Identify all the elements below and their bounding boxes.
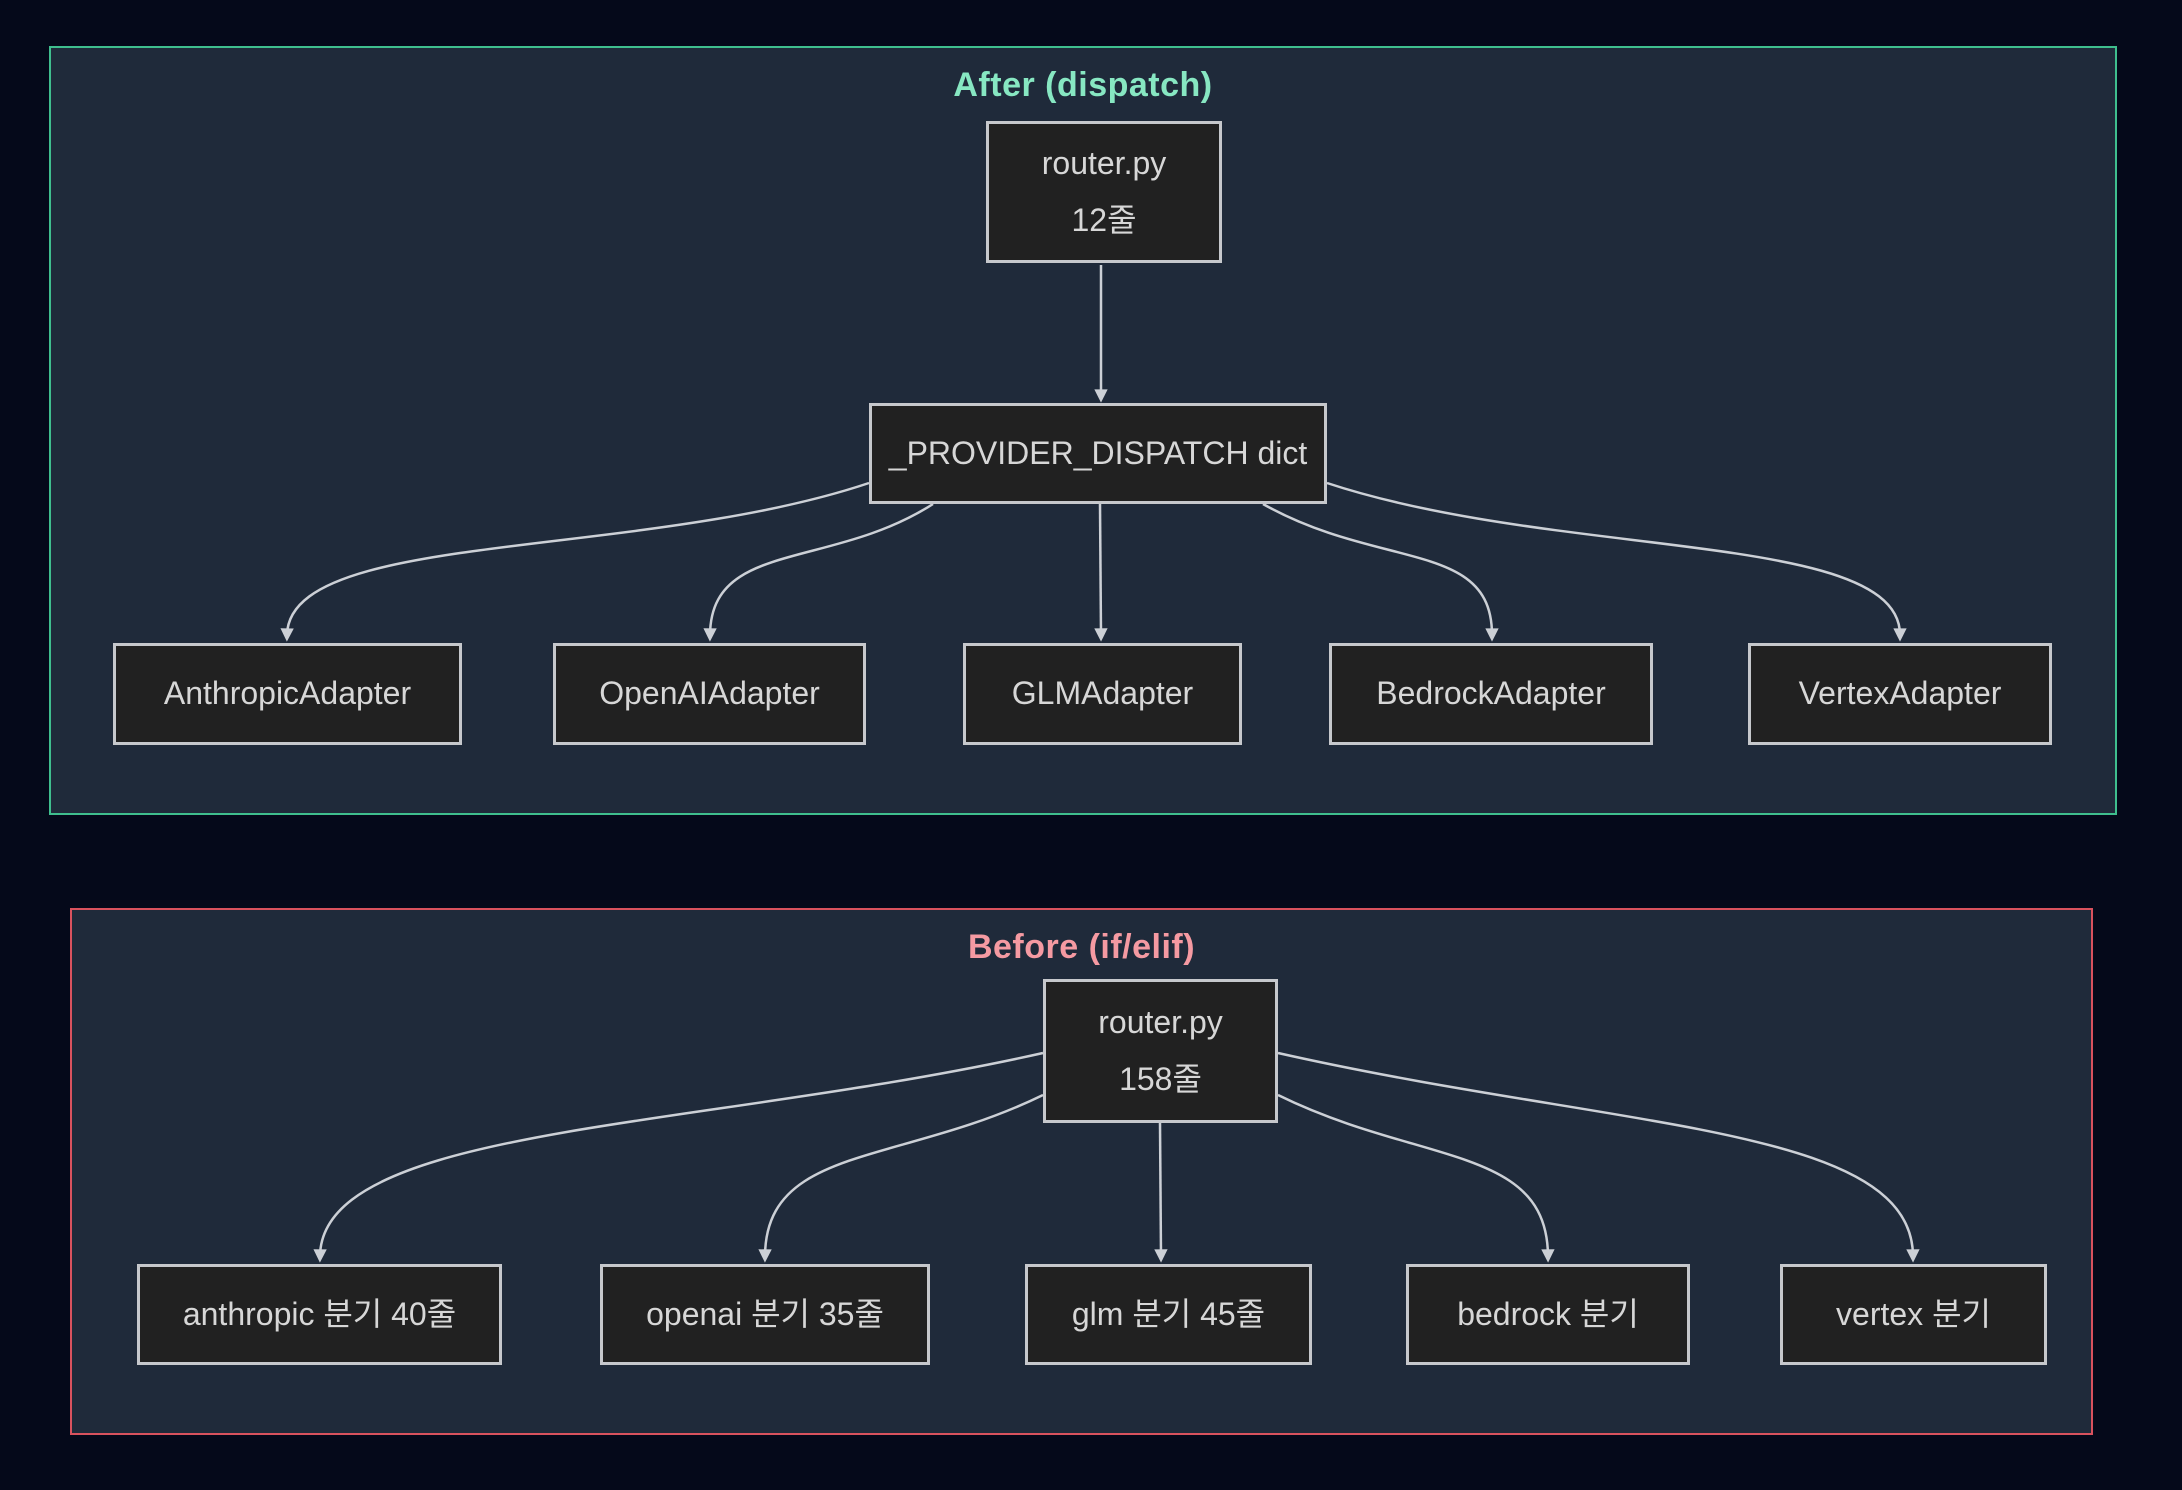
node-before-anthropic-label: anthropic 분기 40줄 bbox=[182, 1295, 457, 1332]
node-after-glm-label: GLMAdapter bbox=[1011, 675, 1194, 712]
node-after-openai-label: OpenAIAdapter bbox=[599, 675, 820, 712]
before-cluster-title: Before (if/elif) bbox=[967, 928, 1196, 966]
node-before-openai-label: openai 분기 35줄 bbox=[646, 1295, 884, 1332]
node-before-bedrock-label: bedrock 분기 bbox=[1457, 1295, 1639, 1332]
node-after-vertex-adapter: VertexAdapter bbox=[1748, 643, 2052, 745]
node-after-dispatch-label: _PROVIDER_DISPATCH dict bbox=[888, 434, 1308, 471]
node-after-vertex-label: VertexAdapter bbox=[1798, 675, 2002, 712]
node-before-router-line2: 158줄 bbox=[1119, 1061, 1202, 1097]
after-cluster-title: After (dispatch) bbox=[953, 66, 1213, 104]
node-before-router-line1: router.py bbox=[1098, 1003, 1223, 1040]
node-before-anthropic-branch: anthropic 분기 40줄 bbox=[137, 1264, 502, 1365]
node-before-vertex-label: vertex 분기 bbox=[1836, 1295, 1991, 1332]
node-after-router-line1: router.py bbox=[1041, 144, 1167, 181]
node-after-glm-adapter: GLMAdapter bbox=[963, 643, 1242, 745]
node-after-bedrock-label: BedrockAdapter bbox=[1376, 675, 1606, 712]
node-after-anthropic-label: AnthropicAdapter bbox=[163, 675, 412, 712]
node-before-openai-branch: openai 분기 35줄 bbox=[600, 1264, 930, 1365]
node-after-bedrock-adapter: BedrockAdapter bbox=[1329, 643, 1653, 745]
node-before-glm-label: glm 분기 45줄 bbox=[1071, 1295, 1266, 1332]
node-before-bedrock-branch: bedrock 분기 bbox=[1406, 1264, 1690, 1365]
node-before-vertex-branch: vertex 분기 bbox=[1780, 1264, 2047, 1365]
node-after-dispatch: _PROVIDER_DISPATCH dict bbox=[869, 403, 1327, 504]
node-after-openai-adapter: OpenAIAdapter bbox=[553, 643, 866, 745]
node-before-router: router.py 158줄 bbox=[1043, 979, 1278, 1123]
node-after-router: router.py 12줄 bbox=[986, 121, 1222, 263]
node-before-glm-branch: glm 분기 45줄 bbox=[1025, 1264, 1312, 1365]
node-after-router-line2: 12줄 bbox=[1071, 202, 1137, 238]
node-after-anthropic-adapter: AnthropicAdapter bbox=[113, 643, 462, 745]
